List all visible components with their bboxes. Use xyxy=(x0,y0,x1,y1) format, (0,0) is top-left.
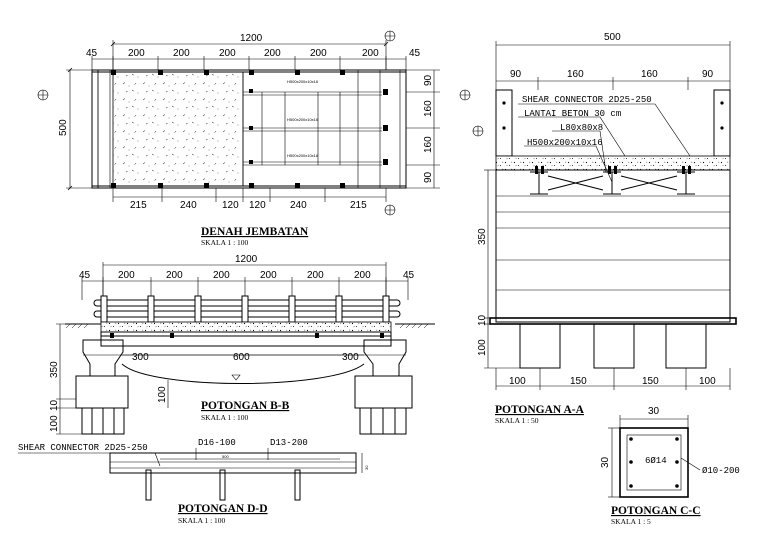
plan-dim-left: 500 xyxy=(58,119,69,136)
bb-dim-top-8: 45 xyxy=(403,270,415,281)
aa-label-connector: SHEAR CONNECTOR 2D25-250 xyxy=(522,95,652,105)
plan-dim-top-7: 200 xyxy=(362,48,379,59)
plan-dim-bottom-6: 215 xyxy=(350,200,367,211)
svg-text:H500x200x10x16: H500x200x10x16 xyxy=(287,117,319,122)
bb-dim-span-1: 300 xyxy=(132,352,149,363)
bb-title: POTONGAN B-B xyxy=(201,400,290,412)
aa-dim-bottom-2: 150 xyxy=(570,376,587,387)
bb-dim-top-5: 200 xyxy=(260,270,277,281)
aa-dim-bottom-3: 150 xyxy=(642,376,659,387)
aa-dim-top-2: 160 xyxy=(567,69,584,80)
bb-dim-total: 1200 xyxy=(235,254,258,265)
plan-dim-bottom-3: 120 xyxy=(222,200,239,211)
plan-dim-bottom-4: 120 xyxy=(249,200,266,211)
plan-dim-bottom-2: 240 xyxy=(180,200,197,211)
bb-scale: SKALA 1 : 100 xyxy=(201,413,249,422)
dd-label-d16: D16-100 xyxy=(198,438,236,448)
plan-dim-bottom-5: 240 xyxy=(290,200,307,211)
section-dd-view: SHEAR CONNECTOR 2D25-250 D16-100 D13-200… xyxy=(18,438,369,525)
aa-dim-bottom-1: 100 xyxy=(509,376,526,387)
plan-dim-top-5: 200 xyxy=(264,48,281,59)
plan-dim-right-3: 160 xyxy=(423,136,434,153)
plan-dim-right-4: 90 xyxy=(423,171,434,183)
aa-dim-left-c: 100 xyxy=(477,339,488,356)
plan-scale: SKALA 1 : 100 xyxy=(201,238,249,247)
plan-dim-total: 1200 xyxy=(240,33,263,44)
aa-scale: SKALA 1 : 50 xyxy=(495,416,539,425)
aa-dim-left-b: 10 xyxy=(477,314,488,326)
dd-dim-right: 30 xyxy=(364,465,369,470)
plan-dim-top-6: 200 xyxy=(310,48,327,59)
cc-scale: SKALA 1 : 5 xyxy=(611,517,651,526)
plan-dim-top-8: 45 xyxy=(409,48,421,59)
bb-dim-left-b: 10 xyxy=(49,399,60,411)
bb-dim-left-c: 100 xyxy=(49,415,60,432)
bb-dim-mid: 100 xyxy=(157,386,168,403)
plan-dim-right-1: 90 xyxy=(423,74,434,86)
plan-dim-right-2: 160 xyxy=(423,100,434,117)
plan-dim-top-1: 45 xyxy=(86,48,98,59)
cc-dim-left: 30 xyxy=(600,456,611,468)
dd-scale: SKALA 1 : 100 xyxy=(178,516,226,525)
aa-title: POTONGAN A-A xyxy=(495,404,585,416)
bb-dim-left-a: 350 xyxy=(49,361,60,378)
dd-title: POTONGAN D-D xyxy=(178,503,268,515)
section-marker-icon xyxy=(37,30,471,216)
dd-dim-inner: 500 xyxy=(222,454,229,459)
plan-dim-top-4: 200 xyxy=(219,48,236,59)
bb-dim-top-4: 200 xyxy=(213,270,230,281)
cc-label-main: 6Ø14 xyxy=(645,456,667,466)
plan-dim-top-3: 200 xyxy=(173,48,190,59)
bb-dim-top-3: 200 xyxy=(166,270,183,281)
bb-dim-top-2: 200 xyxy=(118,270,135,281)
aa-dim-top-1: 90 xyxy=(510,69,522,80)
aa-label-slab: LANTAI BETON 30 cm xyxy=(524,109,621,119)
cc-title: POTONGAN C-C xyxy=(611,505,701,517)
bb-dim-top-1: 45 xyxy=(79,270,91,281)
plan-dim-top-2: 200 xyxy=(128,48,145,59)
aa-dim-total: 500 xyxy=(604,32,621,43)
aa-dim-left-a: 350 xyxy=(477,228,488,245)
cc-dim-top: 30 xyxy=(648,406,660,417)
aa-label-angle: L80x80x8 xyxy=(560,123,603,133)
svg-text:H500x200x10x16: H500x200x10x16 xyxy=(287,79,319,84)
section-cc-view: 30 30 6Ø14 Ø10-200 POTONGAN C-C SKALA 1 … xyxy=(600,406,740,526)
section-bb-view: 1200 45 200 200 200 200 200 200 45 xyxy=(49,254,435,435)
aa-dim-top-4: 90 xyxy=(702,69,714,80)
bb-dim-top-6: 200 xyxy=(307,270,324,281)
svg-text:H500x200x10x16: H500x200x10x16 xyxy=(287,153,319,158)
aa-dim-bottom-4: 100 xyxy=(699,376,716,387)
section-aa-view: 500 90 160 160 90 xyxy=(472,32,737,425)
bb-dim-top-7: 200 xyxy=(354,270,371,281)
plan-dim-bottom-1: 215 xyxy=(130,200,147,211)
aa-label-girder: H500x200x10x16 xyxy=(527,138,603,148)
plan-title: DENAH JEMBATAN xyxy=(201,226,309,238)
cc-label-stirrup: Ø10-200 xyxy=(702,466,740,476)
bb-dim-span-3: 300 xyxy=(342,352,359,363)
dd-label-d13: D13-200 xyxy=(270,438,308,448)
plan-view: 1200 45 200 200 200 200 200 200 45 xyxy=(37,30,471,247)
bb-dim-span-2: 600 xyxy=(233,352,250,363)
aa-dim-top-3: 160 xyxy=(641,69,658,80)
dd-label-connector: SHEAR CONNECTOR 2D25-250 xyxy=(18,443,148,453)
